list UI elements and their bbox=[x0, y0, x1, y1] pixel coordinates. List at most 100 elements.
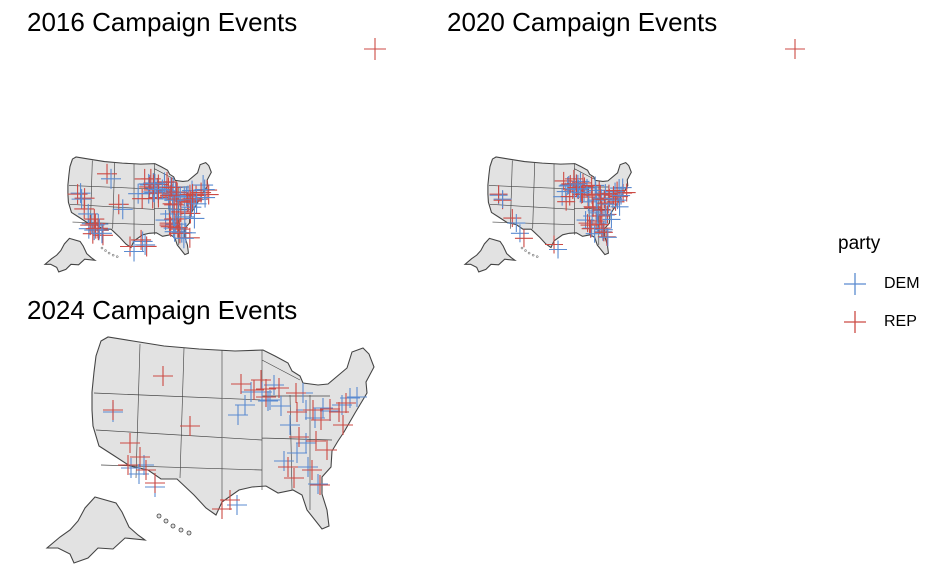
event-cross-rep bbox=[320, 399, 340, 419]
event-cross-dem bbox=[347, 387, 367, 407]
hawaii-island bbox=[536, 255, 539, 258]
event-cross-rep bbox=[131, 229, 152, 250]
legend-item-dem: DEM bbox=[838, 265, 920, 303]
panel-title-2024: 2024 Campaign Events bbox=[27, 295, 298, 325]
event-cross-dem bbox=[571, 183, 590, 202]
event-cross-dem bbox=[124, 241, 145, 262]
event-cross-dem bbox=[493, 190, 512, 209]
event-cross-dem bbox=[260, 390, 280, 410]
event-cross-dem bbox=[305, 408, 325, 428]
event-cross-rep bbox=[269, 378, 289, 398]
hawaii-island bbox=[524, 249, 527, 252]
panel-title-2016: 2016 Campaign Events bbox=[27, 7, 298, 37]
event-cross-rep bbox=[97, 163, 118, 184]
event-cross-rep bbox=[287, 402, 307, 422]
event-cross-rep bbox=[139, 176, 160, 197]
event-cross-rep bbox=[118, 455, 138, 475]
event-cross-rep bbox=[80, 215, 101, 236]
event-cross-dem bbox=[171, 222, 192, 243]
event-cross-dem bbox=[70, 183, 91, 204]
event-cross-rep bbox=[310, 475, 330, 495]
event-cross-dem bbox=[610, 197, 629, 216]
state-borders bbox=[93, 343, 333, 510]
event-cross-rep bbox=[592, 200, 611, 219]
event-cross-rep bbox=[103, 400, 123, 420]
map-panel-2024 bbox=[45, 336, 375, 564]
event-cross-rep bbox=[608, 181, 627, 200]
event-cross-dem bbox=[271, 396, 291, 416]
event-cross-rep bbox=[169, 223, 190, 244]
event-cross-rep bbox=[286, 383, 306, 403]
event-cross-rep bbox=[311, 410, 331, 430]
event-cross-rep bbox=[148, 174, 169, 195]
legend-item-rep: REP bbox=[838, 303, 920, 341]
event-cross-dem bbox=[510, 224, 529, 243]
hawaii-island bbox=[107, 251, 111, 255]
event-cross-dem bbox=[112, 199, 133, 220]
event-cross-rep bbox=[180, 203, 201, 224]
event-cross-dem bbox=[193, 175, 214, 196]
hawaii-island bbox=[170, 523, 176, 529]
event-cross-dem bbox=[235, 395, 255, 415]
event-cross-rep bbox=[136, 460, 156, 480]
event-cross-dem bbox=[71, 189, 92, 210]
event-cross-rep bbox=[303, 400, 323, 420]
event-cross-rep bbox=[581, 219, 600, 238]
hawaii-island bbox=[100, 246, 104, 250]
event-cross-rep bbox=[785, 39, 805, 59]
alaska-shape bbox=[45, 496, 147, 564]
event-cross-dem bbox=[121, 458, 141, 478]
event-cross-rep bbox=[145, 473, 165, 493]
hawaii-island bbox=[156, 513, 162, 519]
dem-cross-icon bbox=[844, 273, 866, 295]
hawaii-island bbox=[531, 253, 535, 257]
event-cross-rep bbox=[153, 366, 173, 386]
event-cross-dem bbox=[184, 208, 205, 229]
event-cross-rep bbox=[161, 177, 182, 198]
alaska-shape bbox=[463, 237, 517, 273]
event-cross-rep bbox=[170, 201, 191, 222]
event-cross-rep bbox=[317, 440, 337, 460]
hawaii-island bbox=[163, 518, 169, 524]
event-cross-rep bbox=[74, 198, 95, 219]
rep-cross-icon bbox=[844, 311, 866, 333]
event-cross-dem bbox=[568, 174, 587, 193]
event-cross-rep bbox=[278, 457, 298, 477]
hawaii-island bbox=[104, 249, 107, 252]
event-cross-dem bbox=[603, 189, 622, 208]
legend-label-dem: DEM bbox=[884, 275, 920, 292]
event-cross-dem bbox=[152, 179, 173, 200]
event-cross-dem bbox=[162, 203, 183, 224]
event-cross-rep bbox=[251, 370, 271, 390]
event-cross-dem bbox=[252, 382, 272, 402]
event-cross-rep bbox=[564, 169, 583, 188]
event-cross-rep bbox=[130, 447, 150, 467]
event-cross-rep bbox=[180, 416, 200, 436]
legend-label-rep: REP bbox=[884, 313, 917, 330]
hawaii-island bbox=[111, 253, 115, 257]
event-cross-rep bbox=[231, 374, 251, 394]
event-cross-rep bbox=[503, 209, 522, 228]
alaska-shape bbox=[43, 237, 97, 273]
event-cross-rep bbox=[306, 431, 326, 451]
hawaii-island bbox=[116, 255, 119, 258]
event-cross-rep bbox=[84, 209, 105, 230]
event-cross-dem bbox=[258, 391, 278, 411]
event-cross-rep bbox=[567, 178, 586, 197]
event-cross-rep bbox=[108, 194, 129, 215]
event-cross-rep bbox=[545, 235, 564, 254]
map-panel-2020 bbox=[463, 39, 805, 273]
event-cross-dem bbox=[195, 187, 216, 208]
event-cross-dem bbox=[588, 203, 607, 222]
panel-title-2020: 2020 Campaign Events bbox=[447, 7, 718, 37]
event-cross-rep bbox=[191, 182, 212, 203]
event-cross-rep bbox=[289, 427, 309, 447]
event-cross-rep bbox=[583, 186, 602, 205]
event-cross-rep bbox=[157, 171, 178, 192]
event-cross-dem bbox=[132, 231, 153, 252]
event-cross-rep bbox=[87, 218, 108, 239]
map-panel-2016 bbox=[43, 38, 386, 273]
event-cross-dem bbox=[101, 168, 122, 189]
hawaii-island bbox=[178, 527, 184, 533]
